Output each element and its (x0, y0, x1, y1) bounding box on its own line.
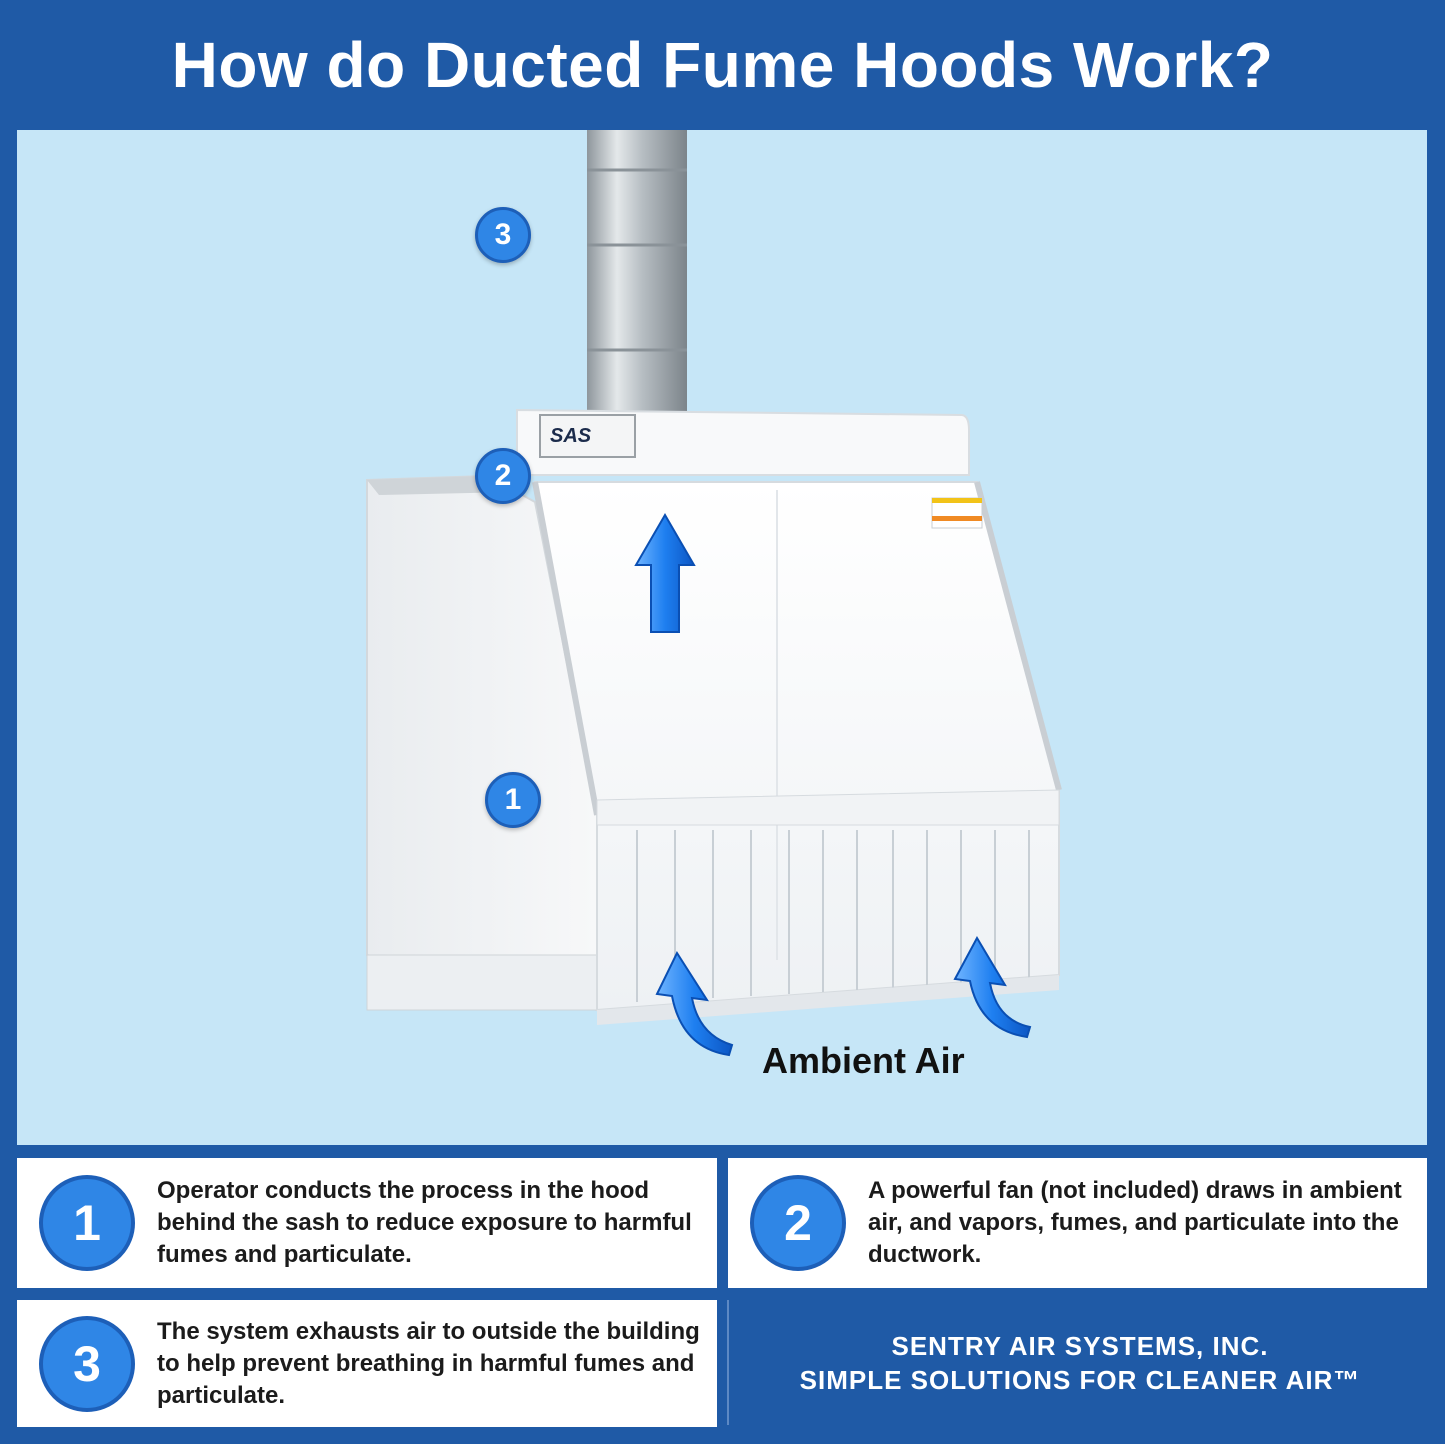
header: How do Ducted Fume Hoods Work? (0, 0, 1445, 130)
step-card-1: 1 Operator conducts the process in the h… (17, 1158, 717, 1288)
badge-3: 3 (475, 207, 531, 263)
step-number: 2 (750, 1175, 846, 1271)
step-text: Operator conducts the process in the hoo… (157, 1177, 692, 1268)
exhaust-duct (587, 130, 687, 420)
brand-tagline: SIMPLE SOLUTIONS FOR CLEANER AIR™ (799, 1364, 1361, 1395)
ambient-air-arrow-right (953, 935, 1032, 1039)
step-text: The system exhausts air to outside the b… (157, 1317, 700, 1409)
step-card-2: 2 A powerful fan (not included) draws in… (728, 1158, 1427, 1288)
step-text: A powerful fan (not included) draws in a… (868, 1177, 1402, 1268)
step-number: 3 (39, 1315, 135, 1412)
badge-1: 1 (485, 772, 541, 828)
brand-logo: SAS (550, 425, 592, 447)
cabinet-side (366, 473, 598, 1012)
badge-2: 2 (475, 448, 531, 504)
hood-top: SAS (516, 408, 970, 476)
brand-block: SENTRY AIR SYSTEMS, INC. SIMPLE SOLUTION… (730, 1300, 1430, 1425)
ambient-air-label: Ambient Air (762, 1040, 965, 1081)
exhaust-arrow (634, 513, 696, 633)
step-card-3: 3 The system exhausts air to outside the… (17, 1300, 717, 1427)
step-number: 1 (39, 1175, 135, 1271)
brand-company: SENTRY AIR SYSTEMS, INC. (891, 1330, 1269, 1361)
diagram-panel: SAS (17, 130, 1427, 1145)
ambient-air-arrow-left (655, 950, 734, 1057)
page-title: How do Ducted Fume Hoods Work? (171, 29, 1274, 101)
brand-divider (727, 1300, 729, 1425)
fume-hood-illustration: SAS (366, 130, 1062, 1057)
